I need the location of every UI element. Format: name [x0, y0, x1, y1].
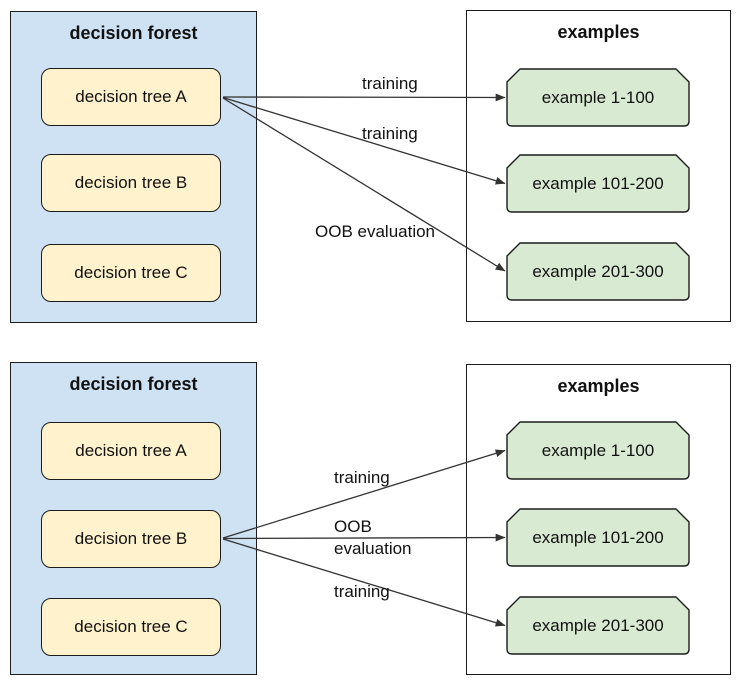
arrow-label-oob-evaluation-bottom: OOB evaluation	[334, 517, 412, 558]
tree-node-decision-tree-a-top: decision tree A	[41, 68, 221, 126]
arrow-tree-a-training-to-101-200	[222, 96, 506, 185]
arrow-label-training-bottom-1: training	[334, 468, 390, 487]
tree-node-label: decision tree C	[74, 263, 188, 282]
forest-title-top: decision forest	[69, 23, 198, 43]
example-label-101-200-top: example 101-200	[532, 173, 664, 193]
tree-node-decision-tree-b-top: decision tree B	[41, 154, 221, 212]
tree-node-decision-tree-b-bottom: decision tree B	[41, 510, 221, 568]
examples-title-bottom: examples	[557, 376, 640, 396]
example-label-1-100-bottom: example 1-100	[541, 440, 655, 460]
tree-node-decision-tree-c-bottom: decision tree C	[41, 598, 221, 656]
example-card-1-100-bottom	[506, 421, 690, 480]
example-card-101-200-bottom	[506, 508, 690, 567]
arrow-label-training-top-2: training	[362, 124, 418, 143]
arrow-tree-b-training-to-1-100	[222, 449, 506, 539]
example-label-201-300-bottom: example 201-300	[532, 615, 664, 635]
example-card-1-100-top	[506, 68, 690, 127]
tree-node-label: decision tree A	[75, 87, 187, 106]
arrow-label-training-bottom-2: training	[334, 582, 390, 601]
tree-node-label: decision tree C	[74, 617, 188, 636]
tree-node-label: decision tree B	[74, 173, 188, 192]
example-card-101-200-top	[506, 154, 690, 213]
example-card-201-300-top	[506, 242, 690, 301]
arrow-tree-a-training-to-1-100	[222, 93, 506, 102]
arrow-tree-b-training-to-201-300	[222, 538, 506, 627]
arrow-label-training-top-1: training	[362, 74, 418, 93]
tree-node-decision-tree-a-bottom: decision tree A	[41, 422, 221, 480]
forest-title-bottom: decision forest	[69, 374, 198, 394]
arrow-label-oob-evaluation-top: OOB evaluation	[315, 222, 436, 241]
tree-node-label: decision tree A	[75, 441, 187, 460]
arrow-tree-b-oob-to-101-200	[222, 533, 506, 542]
examples-title-top: examples	[557, 22, 640, 42]
example-label-1-100-top: example 1-100	[541, 87, 655, 107]
example-label-101-200-bottom: example 101-200	[532, 527, 664, 547]
example-label-201-300-top: example 201-300	[532, 261, 664, 281]
tree-node-decision-tree-c-top: decision tree C	[41, 244, 221, 302]
arrow-tree-a-oob-to-201-300	[222, 97, 506, 272]
tree-node-label: decision tree B	[74, 529, 188, 548]
example-card-201-300-bottom	[506, 596, 690, 655]
